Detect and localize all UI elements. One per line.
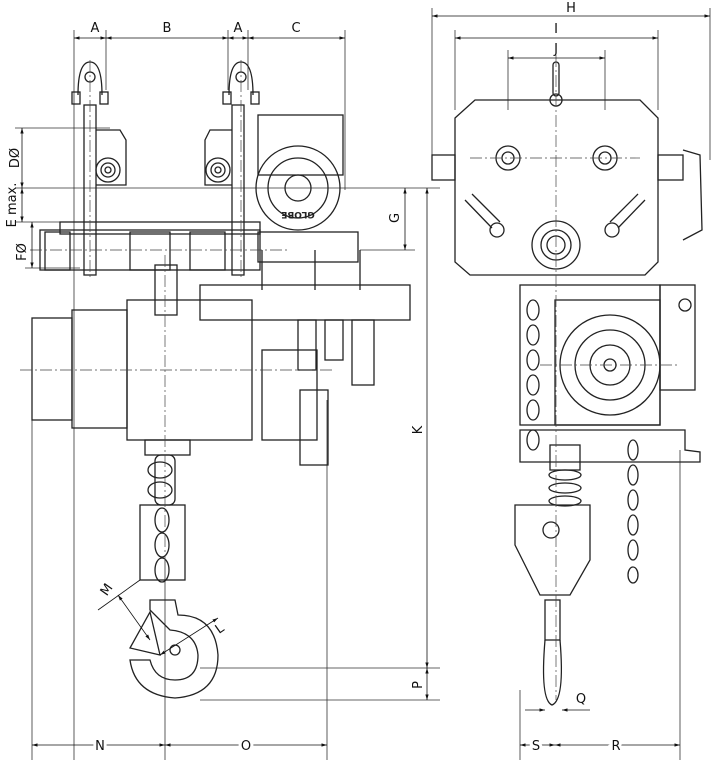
dim-b: B bbox=[163, 21, 172, 36]
dim-r: R bbox=[611, 739, 620, 754]
dim-q: Q bbox=[576, 692, 586, 707]
dim-a-left: A bbox=[91, 21, 100, 36]
dim-f: FØ bbox=[15, 243, 30, 261]
dim-a-right: A bbox=[234, 21, 243, 36]
dim-m: M bbox=[98, 581, 117, 599]
load-chain bbox=[139, 454, 186, 583]
load-hook bbox=[129, 599, 219, 699]
dim-j: J bbox=[553, 42, 558, 57]
dim-d: DØ bbox=[8, 148, 23, 168]
dim-p: P bbox=[411, 681, 426, 689]
dim-e: E max. bbox=[5, 183, 20, 228]
dim-c: C bbox=[291, 21, 300, 36]
dim-h: H bbox=[566, 1, 576, 16]
side-view: GLOBE bbox=[5, 21, 440, 760]
globe-logo: GLOBE bbox=[281, 209, 314, 219]
dim-i: I bbox=[554, 22, 558, 37]
dim-s: S bbox=[532, 739, 540, 754]
dim-n: N bbox=[95, 739, 105, 754]
trolley-front bbox=[431, 61, 703, 276]
hoist-body bbox=[31, 250, 411, 466]
hand-chain bbox=[526, 299, 639, 584]
dim-k: K bbox=[411, 425, 426, 434]
hoist-front bbox=[514, 284, 701, 706]
dim-g: G bbox=[388, 213, 403, 223]
front-view: H I J Q S R bbox=[431, 1, 711, 760]
dim-l: L bbox=[213, 620, 228, 637]
dim-o: O bbox=[241, 739, 251, 754]
